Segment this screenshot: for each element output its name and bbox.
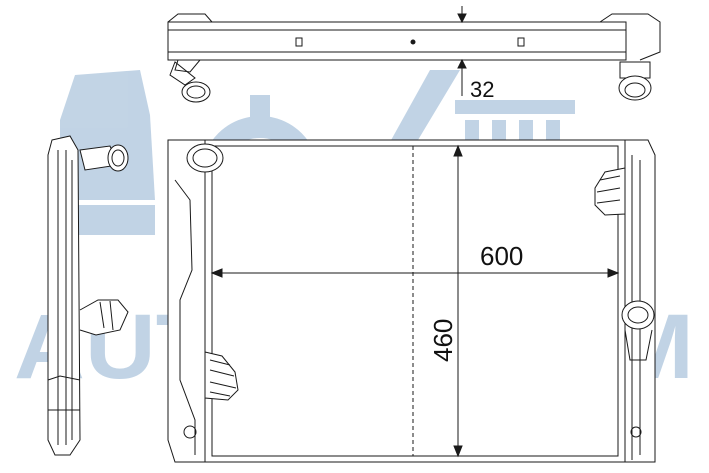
height-dimension-label: 460: [428, 319, 458, 362]
top-view-right-connector: [599, 13, 661, 61]
top-view-right-cap-icon: [618, 61, 652, 101]
front-view: [167, 139, 656, 463]
width-dimension-label: 600: [480, 241, 523, 271]
side-view-mid-connector-icon: [79, 299, 129, 336]
thickness-arrow-bottom: [457, 58, 467, 69]
side-view-top-hose-icon: [79, 144, 129, 172]
top-view-left-hose-icon: [169, 61, 211, 103]
right-filler-cap-icon: [621, 300, 655, 361]
thickness-dimension-label: 32: [470, 77, 494, 102]
radiator-core: [204, 139, 626, 463]
height-arrow-top: [453, 144, 463, 157]
left-fan-shroud-icon: [204, 351, 239, 401]
side-view-outline: [47, 135, 81, 456]
thickness-arrow-top: [457, 13, 467, 24]
watermark-lightning-icon: [340, 70, 460, 265]
top-view-left-connector: [167, 13, 213, 73]
left-tank: [167, 139, 206, 463]
side-view: [47, 135, 129, 456]
top-view-tank: [167, 21, 627, 61]
width-arrow-left: [210, 268, 223, 278]
height-dimension: [453, 144, 463, 458]
right-fan-shroud-icon: [594, 167, 626, 216]
left-top-hose-icon: [186, 143, 224, 173]
width-dimension: [210, 268, 620, 278]
top-view: [167, 6, 661, 103]
height-arrow-bottom: [453, 445, 463, 458]
width-arrow-right: [607, 268, 620, 278]
